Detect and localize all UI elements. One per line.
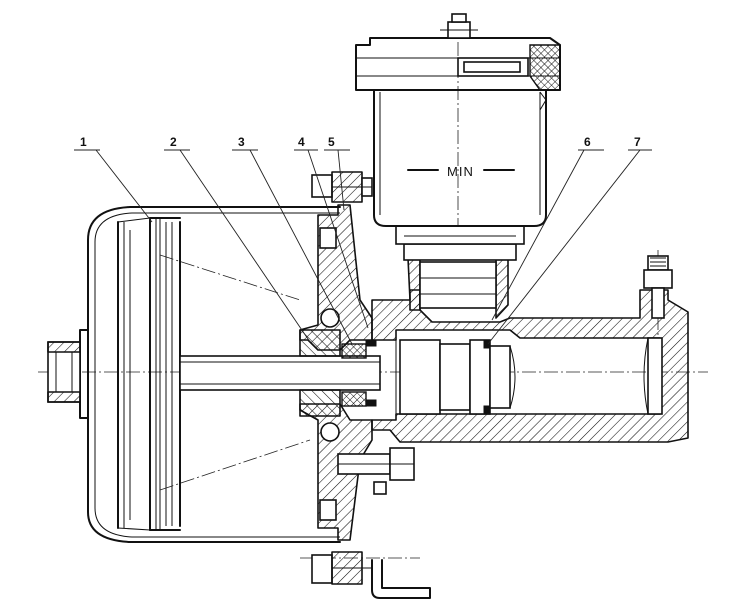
centre-flange — [299, 171, 431, 599]
min-level-mark: MIN — [447, 164, 474, 179]
seal-assembly — [299, 329, 377, 417]
callout-4: 4 — [298, 135, 305, 149]
callout-2: 2 — [170, 135, 177, 149]
callout-labels: 1 2 3 4 5 6 7 — [80, 135, 641, 149]
callout-1: 1 — [80, 135, 87, 149]
callout-5: 5 — [328, 135, 335, 149]
leader-lines — [74, 149, 652, 345]
booster-housing — [47, 206, 341, 543]
callout-3: 3 — [238, 135, 245, 149]
callout-6: 6 — [584, 135, 591, 149]
fluid-reservoir: MIN — [355, 13, 561, 319]
callout-7: 7 — [634, 135, 641, 149]
bleed-nipple — [643, 255, 673, 319]
master-cylinder — [371, 289, 689, 443]
